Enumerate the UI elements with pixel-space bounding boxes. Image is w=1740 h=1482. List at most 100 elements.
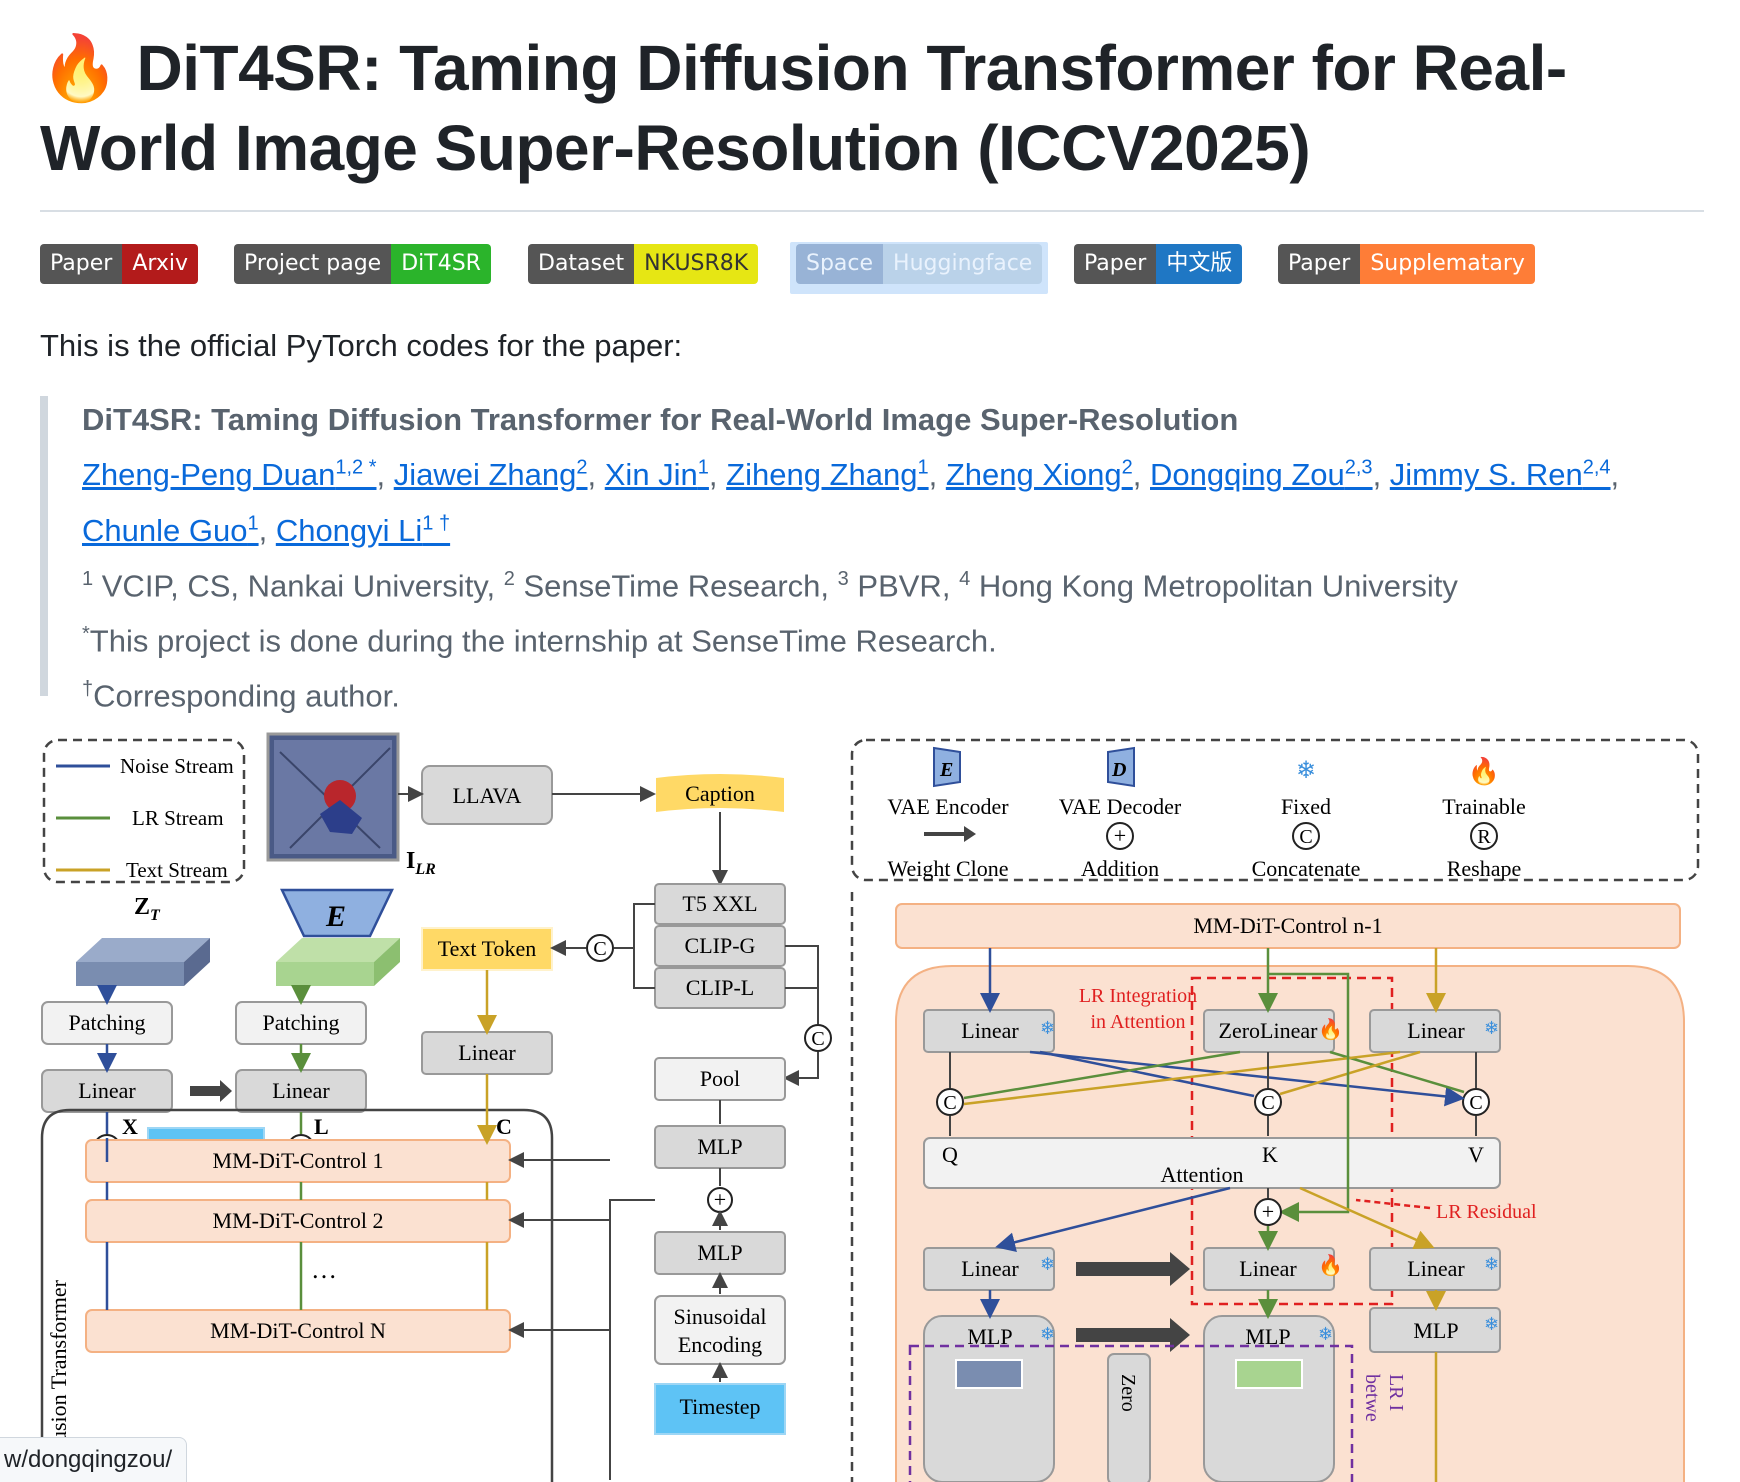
badge-dataset[interactable]: Dataset NKUSR8K [528, 244, 759, 284]
svg-text:Attention: Attention [1160, 1162, 1243, 1187]
snowflake-icon: ❄ [1484, 1018, 1499, 1038]
lr-guidance-region [908, 1344, 1354, 1482]
svg-text:C: C [1261, 1092, 1274, 1114]
author-link[interactable]: Ziheng Zhang1 [726, 457, 929, 493]
svg-text:Patching: Patching [69, 1010, 146, 1035]
svg-text:Weight Clone: Weight Clone [887, 856, 1008, 881]
svg-text:+: + [714, 1187, 726, 1212]
svg-text:C: C [1299, 826, 1312, 848]
weight-clone-arrow [190, 1080, 232, 1102]
author-link[interactable]: Xin Jin1 [604, 457, 709, 493]
link-status-bar: w/dongqingzou/ [0, 1437, 188, 1482]
author-link[interactable]: Chunle Guo1 [82, 512, 259, 548]
snowflake-icon: ❄ [1040, 1324, 1055, 1344]
svg-text:L: L [314, 1114, 329, 1139]
attention-box [923, 1137, 1501, 1189]
svg-text:+: + [1114, 823, 1126, 848]
vae-decoder-legend-icon [1107, 746, 1135, 788]
affiliations: 1 VCIP, CS, Nankai University, 2 SenseTi… [82, 567, 1458, 603]
author-link[interactable]: Jimmy S. Ren2,4 [1389, 457, 1611, 493]
svg-text:CLIP-L: CLIP-L [686, 975, 754, 1000]
svg-text:Linear: Linear [961, 1256, 1019, 1281]
dit-side-label: usion Transformer [46, 1279, 71, 1442]
architecture-figure: Noise Stream LR Stream Text Stream ILR E… [40, 722, 1704, 1482]
svg-text:LR I: LR I [1385, 1374, 1407, 1411]
zero-linear-vertical-box [1107, 1353, 1151, 1482]
svg-text:Linear: Linear [1407, 1256, 1465, 1281]
lr-input-image [266, 732, 400, 862]
author-link[interactable]: Dongqing Zou2,3 [1150, 457, 1373, 493]
svg-text:C: C [1469, 1092, 1482, 1114]
svg-text:+: + [1262, 1199, 1274, 1224]
svg-text:Patching: Patching [263, 1010, 340, 1035]
author-link[interactable]: Zheng-Peng Duan1,2 * [82, 457, 377, 493]
stream-legend: Noise Stream LR Stream Text Stream [42, 738, 246, 884]
svg-text:Timestep: Timestep [679, 1394, 760, 1419]
svg-text:E: E [939, 759, 953, 781]
svg-text:LLAVA: LLAVA [453, 783, 522, 808]
svg-text:Zero: Zero [1117, 1374, 1139, 1412]
internship-note: *This project is done during the interns… [82, 622, 997, 659]
svg-text:Linear: Linear [272, 1078, 330, 1103]
svg-text:CLIP-G: CLIP-G [685, 933, 756, 958]
svg-text:R: R [1477, 826, 1491, 848]
author-link[interactable]: Zheng Xiong2 [945, 457, 1133, 493]
svg-text:T5 XXL: T5 XXL [682, 891, 757, 916]
author-link[interactable]: Jiawei Zhang2 [393, 457, 588, 493]
badge-row: Paper Arxiv Project page DiT4SR Dataset … [40, 242, 1704, 304]
legend-noise-stream: Noise Stream [120, 754, 234, 778]
weight-clone-arrow-attn [1076, 1252, 1190, 1286]
snowflake-icon: ❄ [1484, 1254, 1499, 1274]
zt-label: ZT [134, 894, 161, 924]
concatenate-legend-icon [1292, 822, 1320, 850]
snowflake-icon: ❄ [1318, 1324, 1333, 1344]
intro-text: This is the official PyTorch codes for t… [40, 328, 683, 363]
badge-paper-chinese[interactable]: Paper 中文版 [1074, 244, 1243, 284]
fire-icon: 🔥 [40, 32, 120, 104]
author-link[interactable]: Chongyi Li1 † [275, 512, 451, 548]
svg-text:Addition: Addition [1081, 856, 1159, 881]
badge-paper-arxiv[interactable]: Paper Arxiv [40, 244, 198, 284]
svg-text:MLP: MLP [697, 1240, 742, 1265]
addition-legend-icon [1106, 822, 1134, 850]
svg-text:MLP: MLP [697, 1134, 742, 1159]
svg-text:Linear: Linear [1407, 1018, 1465, 1043]
snowflake-icon: ❄ [1040, 1018, 1055, 1038]
svg-text:Reshape: Reshape [1447, 856, 1522, 881]
svg-text:betwe: betwe [1361, 1374, 1383, 1422]
svg-text:Encoding: Encoding [678, 1332, 762, 1357]
svg-text:D: D [1111, 759, 1126, 781]
svg-text:C: C [496, 1114, 512, 1139]
snowflake-icon: ❄ [1296, 758, 1316, 784]
concat-icon [586, 934, 614, 962]
badge-project-page[interactable]: Project page DiT4SR [234, 244, 491, 284]
vae-encoder-icon [280, 888, 394, 938]
svg-text:…: … [311, 1255, 337, 1284]
svg-text:Text Token: Text Token [438, 936, 537, 961]
svg-text:MM-DiT-Control n-1: MM-DiT-Control n-1 [1193, 913, 1382, 938]
svg-text:V: V [1468, 1142, 1484, 1167]
svg-text:MM-DiT-Control N: MM-DiT-Control N [210, 1318, 386, 1343]
caption-box [656, 774, 784, 812]
svg-text:LR Integration: LR Integration [1079, 985, 1197, 1007]
weight-clone-legend-icon [924, 826, 976, 842]
svg-text:Sinusoidal: Sinusoidal [674, 1304, 767, 1329]
svg-text:E: E [325, 900, 346, 933]
lr-residual-label: LR Residual [1436, 1201, 1537, 1223]
svg-text:Caption: Caption [685, 781, 755, 806]
title-divider [40, 210, 1704, 212]
svg-text:Trainable: Trainable [1442, 794, 1526, 819]
fire-legend-icon: 🔥 [1468, 756, 1500, 786]
svg-text:MLP: MLP [1413, 1318, 1458, 1343]
svg-text:VAE Encoder: VAE Encoder [887, 794, 1009, 819]
svg-text:MM-DiT-Control 1: MM-DiT-Control 1 [213, 1148, 384, 1173]
timestep-box [654, 1383, 786, 1435]
weight-clone-arrow-mlp [1076, 1318, 1190, 1352]
vae-encoder-legend-icon [933, 746, 961, 788]
svg-text:VAE Decoder: VAE Decoder [1059, 794, 1182, 819]
svg-text:Linear: Linear [961, 1018, 1019, 1043]
noise-latent-icon [76, 938, 210, 986]
symbol-legend [850, 738, 1700, 882]
badge-paper-supplementary[interactable]: Paper Supplematary [1278, 244, 1535, 284]
badge-space-huggingface[interactable]: Space Huggingface [796, 244, 1043, 284]
